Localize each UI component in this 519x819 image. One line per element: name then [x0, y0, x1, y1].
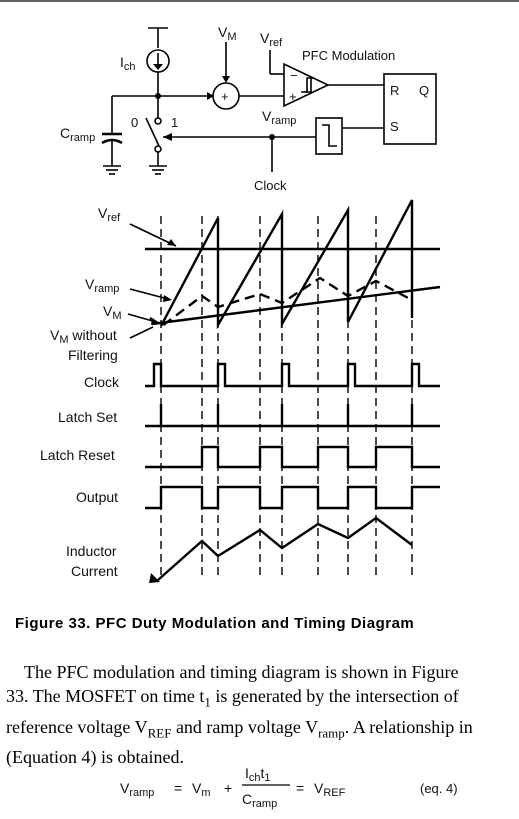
latch-reset-trace	[145, 445, 440, 469]
svg-text:Icht1: Icht1	[245, 765, 271, 784]
latch-reset-label: Latch Reset	[40, 447, 115, 463]
comparator-symbol	[283, 62, 330, 108]
vramp-trace	[159, 199, 414, 330]
svg-text:+: +	[224, 780, 232, 796]
sr-latch-block	[383, 73, 437, 145]
one-shot-block	[315, 117, 343, 155]
vm-trace	[151, 285, 441, 326]
svg-text:−: −	[290, 68, 298, 83]
clock-label-timing: Clock	[84, 374, 120, 390]
svg-text:+: +	[221, 89, 229, 104]
svg-text:Cramp: Cramp	[242, 791, 277, 810]
filtering-label: Filtering	[68, 347, 118, 363]
svg-text:S: S	[390, 119, 399, 134]
cramp-label: Cramp	[60, 125, 95, 144]
vm-unfiltered-trace	[149, 276, 413, 328]
latch-set-trace	[145, 404, 440, 428]
pfc-modulation-label: PFC Modulation	[302, 48, 395, 63]
current-label: Current	[71, 563, 118, 579]
equation-4: Vramp = Vm + Icht1 Cramp = VREF (eq. 4)	[120, 765, 458, 810]
switch-contact	[154, 117, 162, 125]
switch-pos1-label: 1	[171, 115, 178, 130]
switch-pos0-label: 0	[131, 115, 138, 130]
body-paragraph: The PFC modulation and timing diagram is…	[6, 662, 473, 768]
timing-gridlines	[160, 216, 413, 580]
vramp-label-timing: Vramp	[85, 276, 119, 295]
vref-label-timing: Vref	[98, 205, 121, 224]
svg-text:=: =	[296, 780, 304, 796]
inductor-current-trace	[157, 516, 413, 581]
svg-text:+: +	[289, 89, 297, 104]
output-label: Output	[76, 489, 118, 505]
vm-without-label: VM without	[50, 327, 117, 346]
equation-tag: (eq. 4)	[420, 781, 458, 796]
clock-label-circuit: Clock	[254, 178, 287, 193]
svg-text:Vramp: Vramp	[120, 780, 154, 799]
output-trace	[145, 485, 440, 510]
svg-text:Vm: Vm	[192, 780, 211, 799]
clock-trace	[145, 362, 440, 388]
inductor-label: Inductor	[66, 543, 117, 559]
vm-label-circuit: VM	[218, 24, 237, 43]
latch-set-label: Latch Set	[58, 409, 117, 425]
figure-caption: Figure 33. PFC Duty Modulation and Timin…	[15, 615, 414, 632]
vramp-label-circuit: Vramp	[262, 108, 296, 127]
vref-label-circuit: Vref	[260, 30, 283, 49]
timing-diagram: Vref Vramp VM VM without Filtering Clock…	[40, 199, 441, 583]
svg-text:R: R	[390, 83, 399, 98]
vm-label-timing: VM	[103, 303, 122, 322]
circuit-schematic: Ich Cramp 0 1 Clock +	[60, 24, 437, 193]
svg-text:=: =	[174, 780, 182, 796]
svg-text:Q: Q	[419, 83, 429, 98]
svg-text:VREF: VREF	[314, 780, 346, 799]
ich-label: Ich	[120, 54, 136, 73]
